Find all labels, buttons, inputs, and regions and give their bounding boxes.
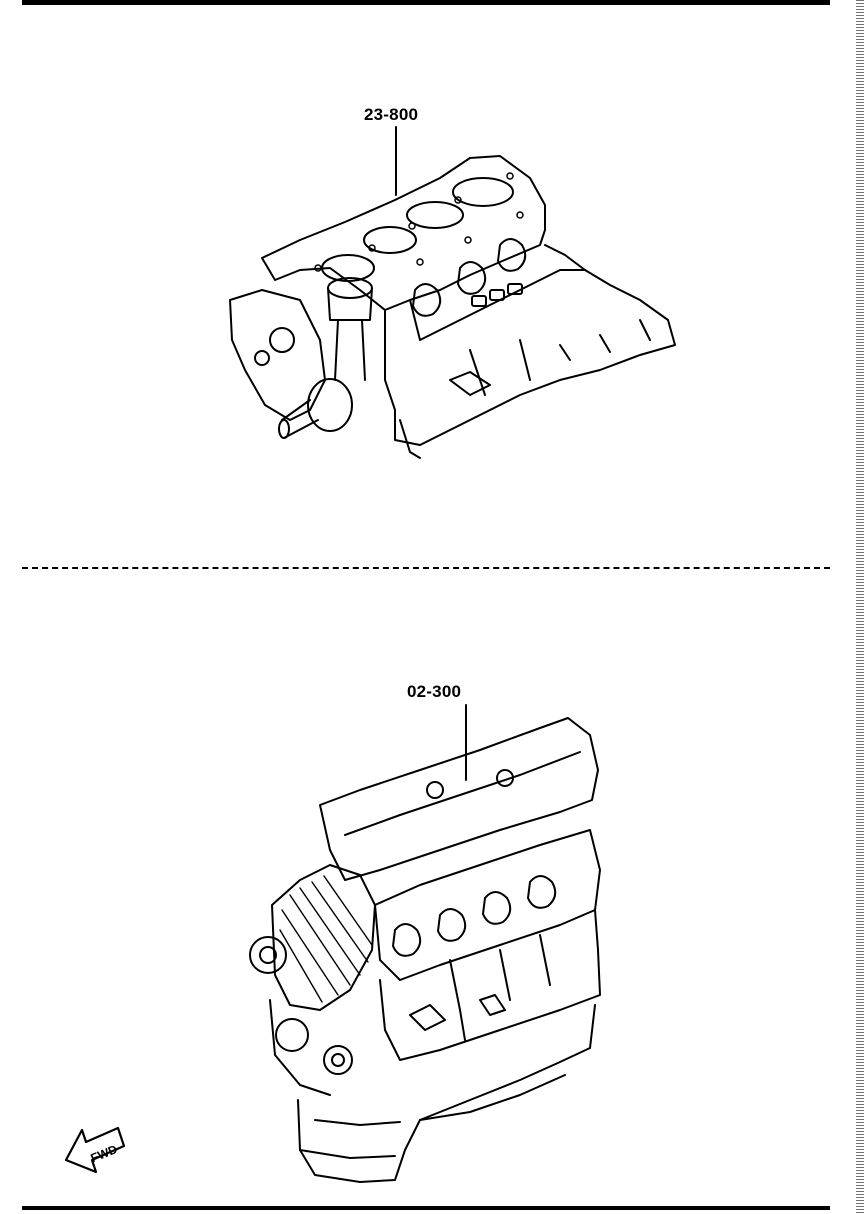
callout-label-engine-assembly[interactable]: 02-300 <box>407 682 462 701</box>
bottom-border-rule <box>22 1206 830 1210</box>
top-border-rule <box>22 0 830 5</box>
engine-assembly-illustration <box>249 704 601 1183</box>
forward-arrow-icon <box>64 1126 126 1174</box>
section-divider <box>22 567 830 569</box>
scan-edge-strip <box>856 0 864 1214</box>
cylinder-block-illustration <box>229 126 676 459</box>
forward-direction-label: FWD <box>89 1142 120 1165</box>
callout-label-cylinder-block[interactable]: 23-800 <box>364 105 419 124</box>
